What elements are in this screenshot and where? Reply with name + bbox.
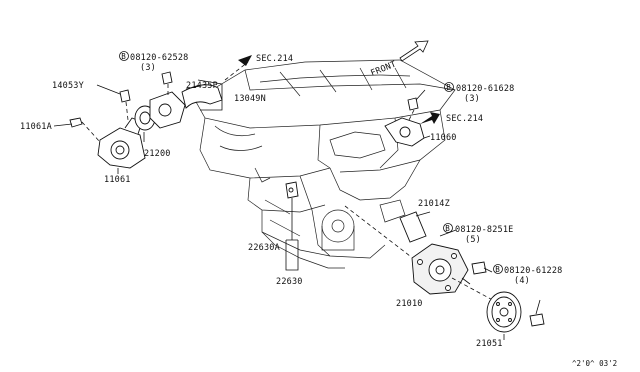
label-11061: 11061 <box>104 175 131 185</box>
water-outlet-assembly <box>69 55 252 169</box>
label-22630a: 22630A <box>248 243 280 253</box>
label-bolt-d: 08120-61228 <box>504 266 563 276</box>
leader-lines <box>53 79 541 340</box>
water-inlet-assembly <box>384 97 440 147</box>
label-14053y: 14053Y <box>52 81 84 91</box>
engine-block <box>194 59 456 269</box>
label-21435p: 21435P <box>186 81 218 91</box>
part-labels: 08120-62528 (3) 14053Y 11061A 11061 2120… <box>20 53 617 368</box>
label-bolt-b: 08120-61628 <box>456 84 515 94</box>
label-bolt-b-qty: (3) <box>464 94 480 104</box>
label-11060: 11060 <box>430 133 457 143</box>
water-pump-assembly <box>344 205 545 333</box>
diagram-code: ^2'0^ 03'2 <box>572 359 617 368</box>
temp-sensor <box>285 181 299 240</box>
label-bolt-a-qty: (3) <box>140 63 156 73</box>
front-arrow <box>399 40 429 62</box>
circle-b-1: B <box>121 52 126 61</box>
label-bolt-a: 08120-62528 <box>130 53 189 63</box>
label-front: FRONT <box>369 60 397 79</box>
label-13049n: 13049N <box>234 94 266 104</box>
circle-b-3: B <box>445 224 450 233</box>
label-sec-right: SEC.214 <box>446 114 483 124</box>
label-22630: 22630 <box>276 277 303 287</box>
label-sec-top: SEC.214 <box>256 54 293 64</box>
label-21010: 21010 <box>396 299 423 309</box>
label-bolt-c: 08120-8251E <box>455 225 514 235</box>
bolt-markers: B B B B <box>119 51 503 274</box>
label-21051: 21051 <box>476 339 503 349</box>
circle-b-2: B <box>446 83 451 92</box>
label-bolt-d-qty: (4) <box>514 276 530 286</box>
label-11061a: 11061A <box>20 122 52 132</box>
label-bolt-c-qty: (5) <box>465 235 481 245</box>
label-21200: 21200 <box>144 149 171 159</box>
label-21014z: 21014Z <box>418 199 450 209</box>
circle-b-4: B <box>495 265 500 274</box>
